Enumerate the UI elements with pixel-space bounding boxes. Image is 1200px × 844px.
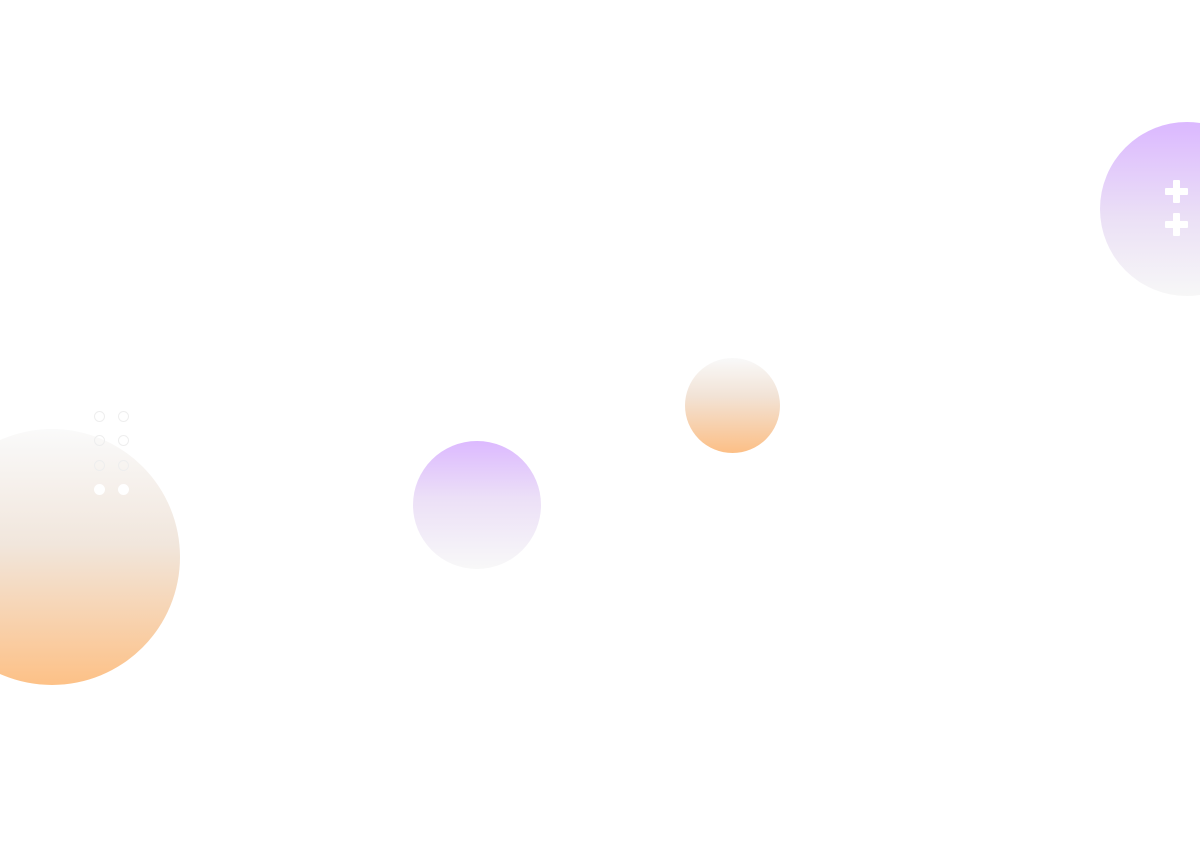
plus-icon: [1165, 213, 1188, 236]
dot-outline-icon: [118, 460, 129, 471]
dot-filled-icon: [118, 484, 129, 495]
dot-filled-icon: [94, 484, 105, 495]
dot-outline-icon: [94, 411, 105, 422]
small-orange-circle: [685, 358, 780, 453]
dot-outline-icon: [118, 435, 129, 446]
plus-icon: [1165, 180, 1188, 203]
dot-outline-icon: [94, 435, 105, 446]
dot-outline-icon: [94, 460, 105, 471]
medium-purple-circle: [413, 441, 541, 569]
dot-outline-icon: [118, 411, 129, 422]
large-orange-circle: [0, 429, 180, 685]
right-purple-circle: [1100, 122, 1200, 296]
